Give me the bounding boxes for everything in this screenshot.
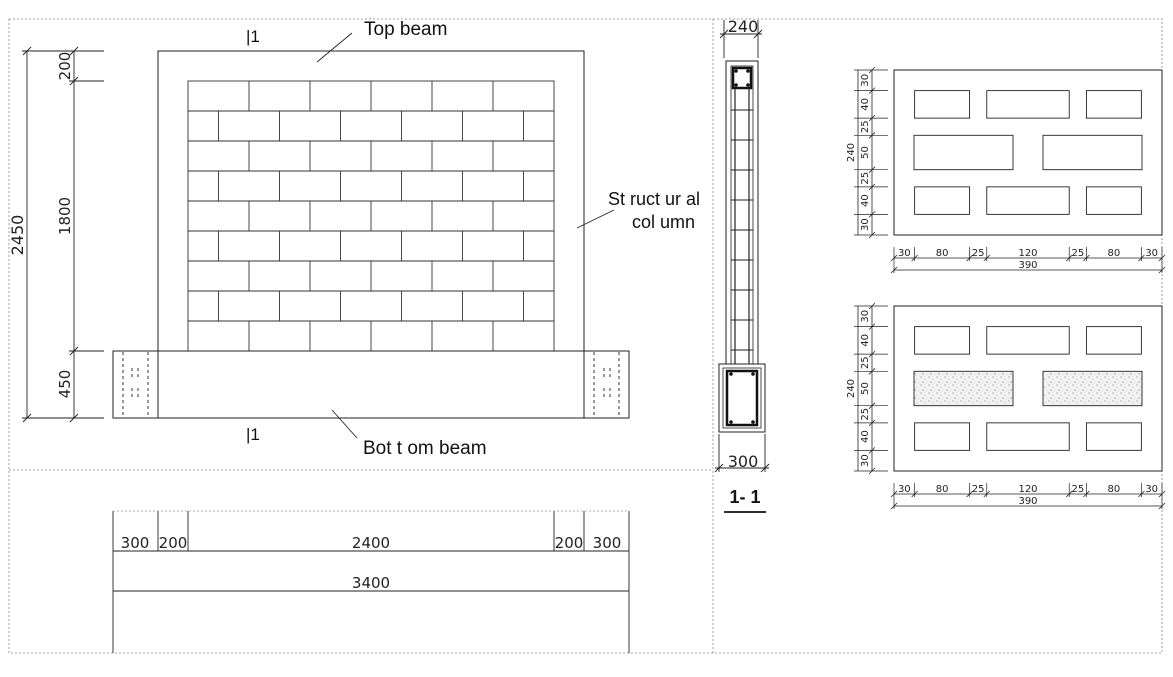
dim-total-height: 2450 [8, 215, 27, 256]
block-vdim: 30 [860, 310, 871, 323]
block-hdim: 25 [972, 248, 985, 259]
section-bottom-beam-outline [718, 363, 766, 433]
wall-elevation: 2450 200 1800 450 |1 |1 Top beam St ruct… [8, 19, 700, 459]
block-hole [914, 422, 971, 451]
section-mark-bottom: |1 [246, 425, 260, 444]
block-hdim: 25 [1071, 484, 1084, 495]
section-top-beam-stirrup [731, 66, 753, 90]
block-hdim: 80 [936, 248, 949, 259]
block-hdim: 80 [936, 484, 949, 495]
hollow-block-bottom-grouted: 30 40 25 50 25 40 30 240 30 80 25 120 25 80 30 390 [846, 302, 1166, 510]
dim-200-left: 200 [159, 534, 188, 552]
block-hole [913, 134, 1014, 171]
block-vdim-total: 240 [846, 379, 857, 398]
block-hdim-total: 390 [1018, 260, 1037, 271]
dim-bottom-beam: 450 [56, 370, 74, 399]
section-bottom-beam-inner [722, 367, 762, 429]
block-hole [1042, 370, 1143, 407]
block-hole [986, 326, 1070, 355]
block-outline [893, 305, 1163, 472]
bottom-beam-leader [331, 409, 358, 439]
section-mark-top: |1 [246, 27, 260, 46]
block-vdim: 40 [860, 334, 871, 347]
block-vdim: 25 [860, 408, 871, 421]
block-vdim: 25 [860, 120, 871, 133]
column-leader [576, 209, 615, 229]
block-hole [986, 90, 1070, 119]
block-vdim: 50 [860, 382, 871, 395]
section-bottom-bars [729, 372, 755, 424]
block-hole [1085, 326, 1142, 355]
block-vdim: 25 [860, 172, 871, 185]
block-hdim-total: 390 [1018, 496, 1037, 507]
structural-column-label-line2: col umn [632, 212, 695, 232]
block-hole [986, 422, 1070, 451]
block-hole [1042, 134, 1143, 171]
block-vdim: 50 [860, 146, 871, 159]
bottom-beam-label: Bot t om beam [363, 438, 487, 459]
top-beam-label: Top beam [364, 19, 447, 40]
block-vdim-total: 240 [846, 143, 857, 162]
block-vdim: 25 [860, 356, 871, 369]
block-hdim: 80 [1108, 484, 1121, 495]
block-hdim: 30 [898, 248, 911, 259]
section-dim-240: 240 [728, 17, 759, 36]
block-hole [1085, 422, 1142, 451]
block-vdim: 40 [860, 194, 871, 207]
block-hdim: 25 [972, 484, 985, 495]
section-1-1: 240 300 1- 1 [714, 17, 770, 513]
block-hdim: 30 [1145, 484, 1158, 495]
section-column-ties [731, 88, 753, 364]
block-hole [1085, 186, 1142, 215]
block-hole [986, 186, 1070, 215]
section-bottom-beam-stirrup [725, 369, 759, 427]
block-outline [893, 69, 1163, 236]
bottom-beam-rebar-marks [122, 352, 620, 418]
section-column-inner [730, 65, 754, 365]
dim-200-right: 200 [555, 534, 584, 552]
block-vdim: 30 [860, 74, 871, 87]
top-beam-leader [316, 32, 353, 63]
block-hdim: 30 [1145, 248, 1158, 259]
block-vdim: 30 [860, 454, 871, 467]
dim-300-right: 300 [593, 534, 622, 552]
structural-column-label-line1: St ruct ur al [608, 189, 700, 209]
section-top-bars [734, 69, 750, 87]
section-title: 1- 1 [729, 487, 760, 507]
block-hdim: 30 [898, 484, 911, 495]
block-vdim: 30 [860, 218, 871, 231]
dim-2400: 2400 [352, 534, 390, 552]
plan-dimension-strip: 300 200 2400 200 300 3400 [112, 510, 630, 653]
block-hdim: 120 [1018, 248, 1037, 259]
block-vdim: 40 [860, 430, 871, 443]
section-dim-300: 300 [728, 452, 759, 471]
dim-top-beam: 200 [56, 52, 74, 81]
block-hole [914, 186, 971, 215]
sheet-frame [8, 18, 1163, 654]
block-hole [913, 370, 1014, 407]
bottom-beam [112, 350, 630, 419]
hollow-block-top: 30 40 25 50 25 40 30 240 30 80 25 120 25 80 30 390 [846, 66, 1166, 274]
elevation-vertical-dimensions [22, 46, 104, 423]
block-hdim: 25 [1071, 248, 1084, 259]
block-hdim: 80 [1108, 248, 1121, 259]
masonry-panel [187, 80, 555, 352]
block-hdim: 120 [1018, 484, 1037, 495]
dim-300-left: 300 [121, 534, 150, 552]
dim-masonry: 1800 [56, 197, 74, 235]
block-vdim: 40 [860, 98, 871, 111]
block-hole [914, 326, 971, 355]
block-hole [1085, 90, 1142, 119]
block-hole [914, 90, 971, 119]
dim-3400: 3400 [352, 574, 390, 592]
